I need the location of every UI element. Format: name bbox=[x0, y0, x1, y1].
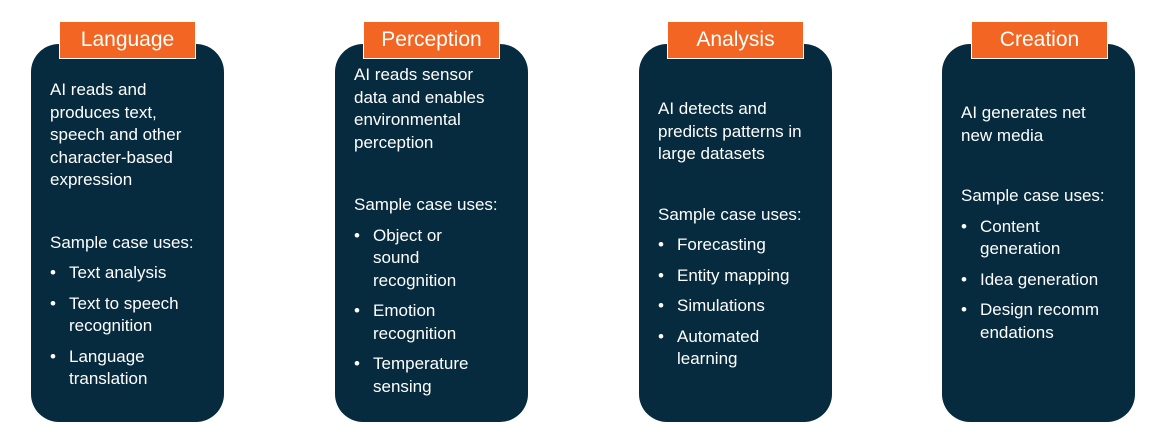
card-description: AI detects and predicts patterns in larg… bbox=[658, 99, 802, 163]
card-perception: AI reads sensor data and enables environ… bbox=[335, 44, 528, 422]
list-item: Temperature sensing bbox=[354, 353, 469, 398]
list-item: Forecasting bbox=[658, 234, 808, 257]
list-item: Text analysis bbox=[50, 262, 185, 285]
list-item: Text to speech recognition bbox=[50, 293, 185, 338]
list-item: Automated learning bbox=[658, 326, 808, 371]
list-item: Idea generation bbox=[961, 269, 1101, 292]
sample-uses-label: Sample case uses: bbox=[50, 232, 194, 252]
sample-uses-label: Sample case uses: bbox=[658, 204, 802, 224]
card-description: AI reads and produces text, speech and o… bbox=[50, 80, 182, 189]
list-item: Simulations bbox=[658, 295, 808, 318]
sample-uses-list: Object or sound recognition Emotion reco… bbox=[354, 225, 469, 399]
sample-uses-list: Text analysis Text to speech recognition… bbox=[50, 262, 185, 391]
card-title-language: Language bbox=[59, 21, 196, 59]
sample-uses-label: Sample case uses: bbox=[961, 186, 1105, 205]
list-item: Content generation bbox=[961, 216, 1080, 261]
sample-uses-list: Forecasting Entity mapping Simulations A… bbox=[658, 234, 808, 371]
card-title-creation: Creation bbox=[971, 21, 1108, 59]
list-item: Emotion recognition bbox=[354, 300, 469, 345]
card-title-perception: Perception bbox=[363, 21, 500, 59]
card-description: AI reads sensor data and enables environ… bbox=[354, 65, 485, 152]
list-item: Object or sound recognition bbox=[354, 225, 469, 293]
sample-uses-label: Sample case uses: bbox=[354, 195, 498, 214]
card-title-analysis: Analysis bbox=[667, 21, 804, 59]
list-item: Design recommendations bbox=[961, 299, 1101, 344]
list-item: Language translation bbox=[50, 346, 185, 391]
card-language: AI reads and produces text, speech and o… bbox=[31, 44, 224, 422]
list-item: Entity mapping bbox=[658, 265, 808, 288]
sample-uses-list: Content generation Idea generation Desig… bbox=[961, 216, 1101, 345]
card-description: AI generates net new media bbox=[961, 103, 1086, 145]
card-analysis: AI detects and predicts patterns in larg… bbox=[639, 44, 832, 422]
card-creation: AI generates net new media Sample case u… bbox=[942, 44, 1135, 422]
